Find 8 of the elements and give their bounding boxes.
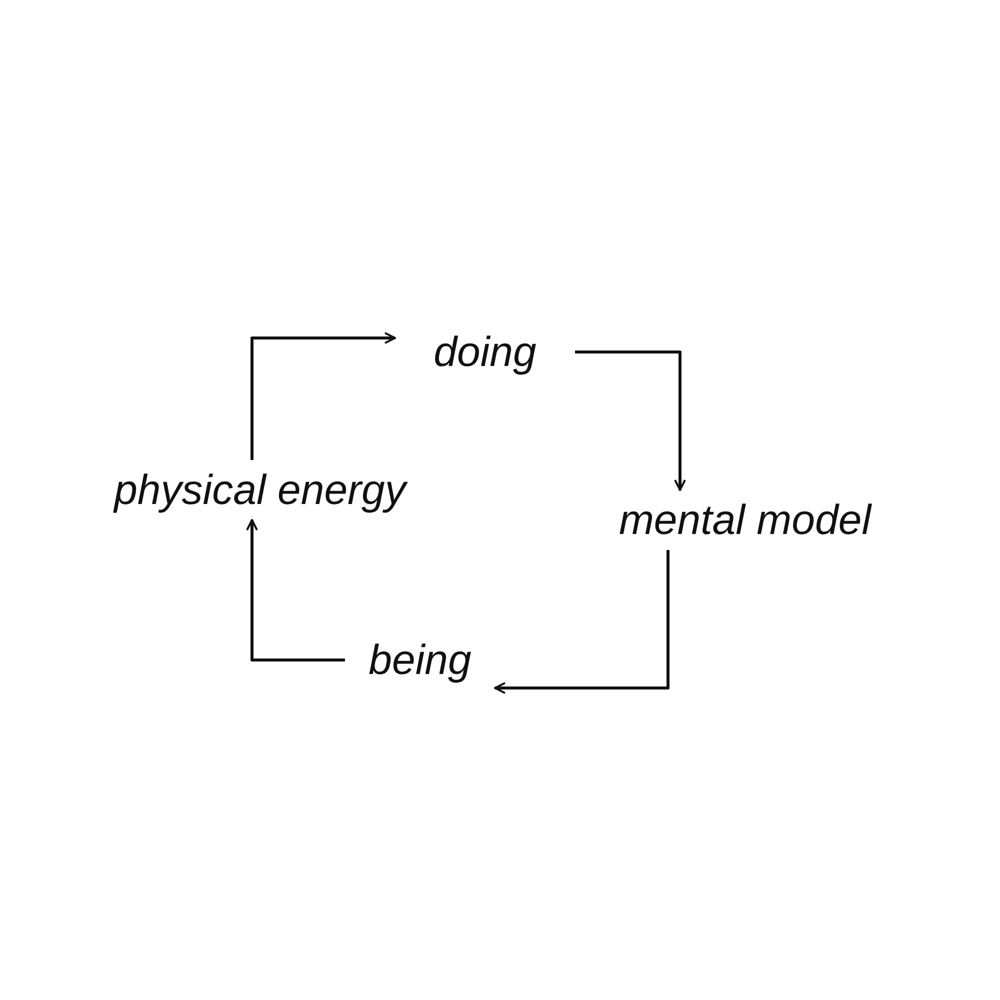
node-label: mental model bbox=[618, 499, 872, 541]
arrow bbox=[246, 519, 345, 662]
arrow bbox=[250, 332, 396, 460]
node-label: physical energy bbox=[114, 469, 406, 511]
node-label: doing bbox=[434, 331, 536, 373]
arrow bbox=[575, 350, 686, 491]
arrow bbox=[494, 550, 670, 694]
node-label: being bbox=[368, 639, 472, 681]
